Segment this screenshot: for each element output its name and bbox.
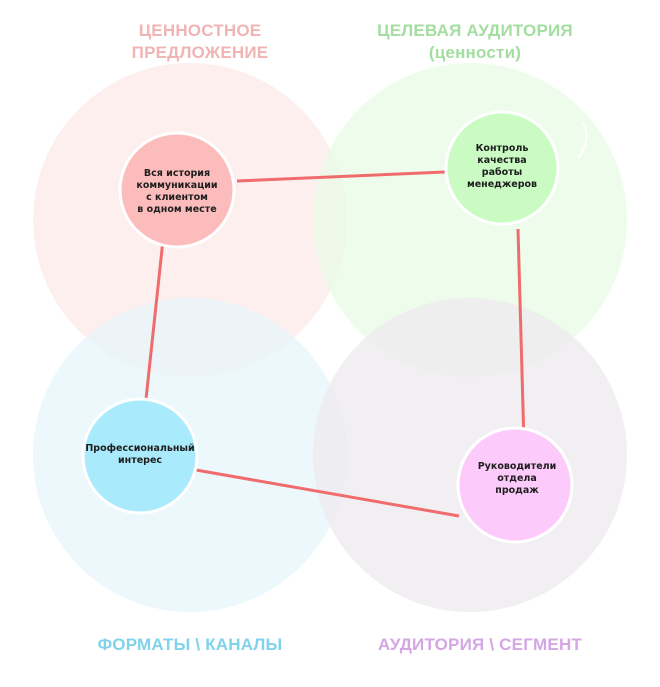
connector-target-to-audience (516, 228, 526, 445)
node-circle-formats (81, 397, 199, 515)
quadrant-title-target-audience: ЦЕЛЕВАЯ АУДИТОРИЯ (ценности) (377, 21, 573, 62)
node-circle-value (118, 131, 236, 249)
node-circle-audience (456, 426, 574, 544)
connector-audience-to-formats (195, 468, 460, 518)
node-label-target-audience: Контроль качества работы менеджеров (466, 143, 538, 190)
quadrant-title-audience-segment: АУДИТОРИЯ \ СЕГМЕНТ (377, 635, 582, 654)
node-circle-target (444, 110, 560, 226)
node-label-audience-segment: Руководители отдела продаж (477, 461, 557, 496)
node-label-value-proposition: Вся история коммуникации с клиентом в од… (136, 168, 218, 215)
connector-value-to-target (236, 170, 446, 183)
highlight-arc (577, 121, 588, 159)
quadrant-title-value-proposition: ЦЕННОСТНОЕ ПРЕДЛОЖЕНИЕ (131, 21, 269, 62)
connector-formats-to-value (144, 239, 165, 400)
node-label-formats-channels: Профессиональный интерес (85, 443, 195, 466)
quadrant-title-formats-channels: ФОРМАТЫ \ КАНАЛЫ (97, 635, 283, 654)
